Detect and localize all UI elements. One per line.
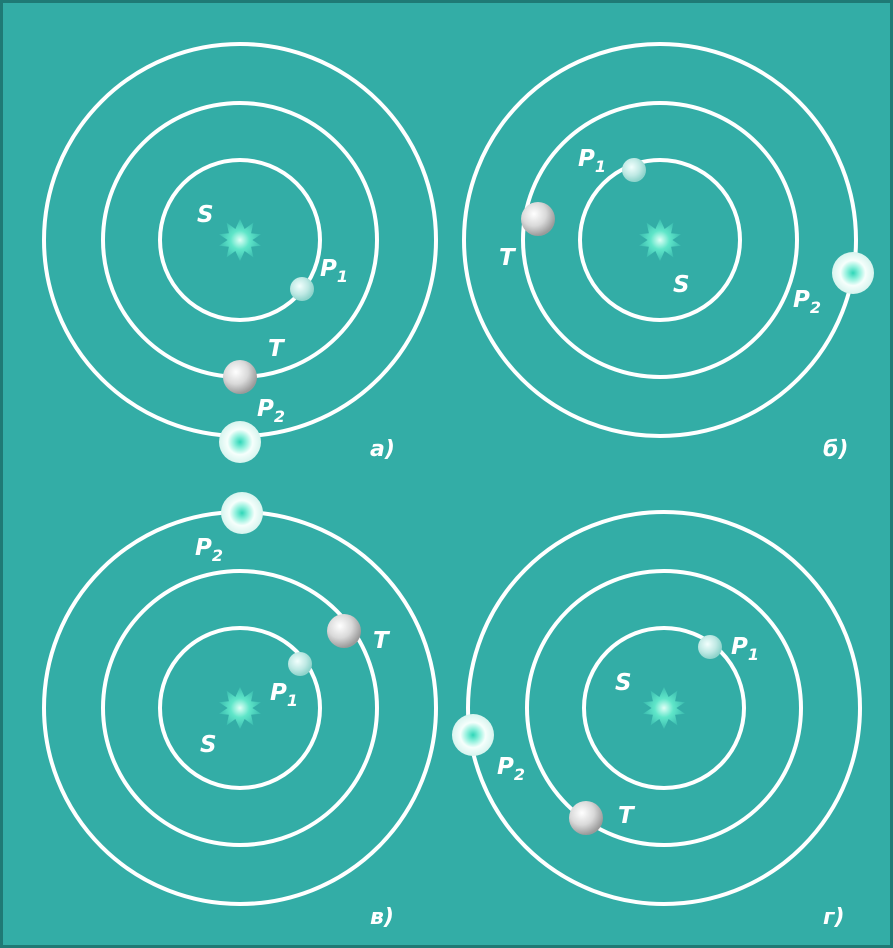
panel-caption: в)	[370, 905, 394, 930]
earth-label: T	[268, 336, 286, 362]
planet-earth-icon	[327, 614, 361, 648]
planet-p1-icon	[288, 652, 312, 676]
earth-label: T	[373, 628, 391, 654]
planet-earth-icon	[569, 801, 603, 835]
planet-earth-icon	[521, 202, 555, 236]
planet-p2-icon	[221, 492, 263, 534]
panel-caption: а)	[370, 437, 395, 462]
planet-p1-icon	[622, 158, 646, 182]
planet-p1-icon	[290, 277, 314, 301]
planet-p2-icon	[452, 714, 494, 756]
sun-label: S	[197, 202, 214, 228]
panel-caption: г)	[823, 905, 845, 930]
sun-label: S	[200, 732, 217, 758]
planet-p1-icon	[698, 635, 722, 659]
planet-p2-icon	[832, 252, 874, 294]
sun-label: S	[615, 670, 632, 696]
planet-p2-icon	[219, 421, 261, 463]
earth-label: T	[499, 245, 517, 271]
earth-label: T	[618, 803, 636, 829]
sun-label: S	[673, 272, 690, 298]
planet-earth-icon	[223, 360, 257, 394]
panel-caption: б)	[823, 437, 848, 462]
